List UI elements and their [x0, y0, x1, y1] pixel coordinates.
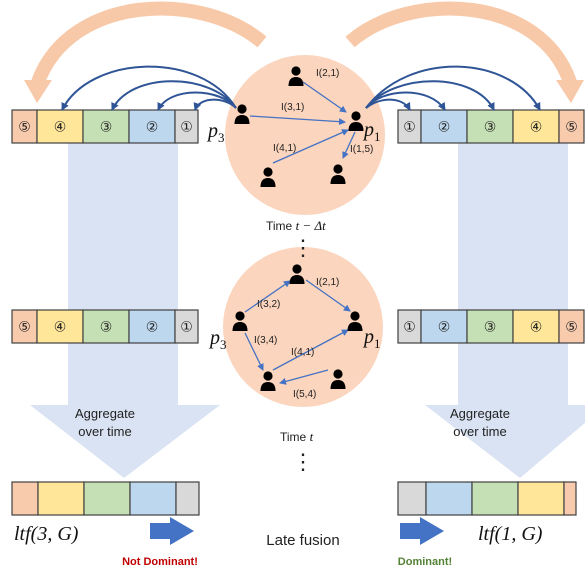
- blue-arrow-to-slot-2-right: [365, 91, 446, 111]
- slot-4-number: ④: [530, 120, 543, 136]
- blue-arrow-to-slot-4: [61, 65, 237, 111]
- aggregated-bar-left: [11, 481, 200, 516]
- edge-label-1-5-top: I(1,5): [350, 144, 373, 155]
- slot-4-number: ④: [54, 320, 67, 336]
- not-dominant-label: Not Dominant!: [122, 556, 198, 568]
- edge-label-3-2-mid: I(3,2): [257, 299, 280, 310]
- edge-label-2-1-top: I(2,1): [316, 68, 339, 79]
- vdots-upper: ⋮: [292, 235, 314, 260]
- left-big-arrow-head: [24, 80, 52, 103]
- slot-1-number: ①: [180, 320, 193, 336]
- time-label-mid: Time t: [280, 429, 314, 444]
- left-formula: ltf(3, G): [14, 523, 79, 545]
- edge-label-2-1-mid: I(2,1): [316, 277, 339, 288]
- slot-4-number: ④: [530, 320, 543, 336]
- edge-1-5-top: [342, 131, 356, 159]
- left-down-arrow-icon: [150, 517, 194, 545]
- aggregate-label-left-1: Aggregate: [75, 406, 135, 421]
- edge-2-1-top: [302, 81, 347, 113]
- dominant-label: Dominant!: [398, 556, 452, 568]
- slot-2-number: ②: [146, 320, 159, 336]
- slot-2-number: ②: [438, 320, 451, 336]
- left-aggregate-pillar: [30, 140, 220, 478]
- player-p1-label-mid: p1: [362, 326, 381, 351]
- blue-arrow-to-slot-3-right: [365, 80, 495, 111]
- slot-5-cell: [11, 309, 38, 344]
- slot-2-number: ②: [438, 120, 451, 136]
- player-p3-label-mid: p3: [208, 327, 227, 352]
- slot-2-number: ②: [146, 120, 159, 136]
- slot-4-number: ④: [54, 120, 67, 136]
- slot-2-cell: [128, 309, 176, 344]
- slot-3-cell: [83, 481, 131, 516]
- edge-3-2-mid: [244, 280, 291, 313]
- slot-bar-right-top: ① ② ③ ④ ⑤: [397, 109, 585, 144]
- slot-3-number: ③: [100, 120, 113, 136]
- right-down-arrow-icon: [400, 517, 444, 545]
- aggregate-label-right-2: over time: [453, 424, 506, 439]
- slot-1-number: ①: [403, 320, 416, 336]
- slot-4-cell: [517, 481, 565, 516]
- slot-3-cell: [471, 481, 519, 516]
- slot-5-number: ⑤: [18, 120, 31, 136]
- slot-5-number: ⑤: [565, 320, 578, 336]
- blue-arrow-to-slot-4-right: [365, 65, 541, 111]
- slot-5-cell: [563, 481, 577, 516]
- time-label-top: Time t − Δt: [266, 218, 326, 233]
- edge-4-1-top: [272, 129, 349, 164]
- slot-1-cell: [397, 481, 427, 516]
- slot-bar-left-top: ⑤ ④ ③ ② ①: [11, 109, 199, 144]
- slot-3-number: ③: [100, 320, 113, 336]
- edge-2-1-mid: [305, 279, 351, 312]
- right-aggregate-pillar: [425, 140, 585, 478]
- slot-5-number: ⑤: [565, 120, 578, 136]
- edge-4-1-mid: [272, 329, 349, 371]
- slot-4-cell: [512, 309, 560, 344]
- vdots-lower: ⋮: [292, 449, 314, 474]
- edge-label-3-1-top: I(3,1): [281, 102, 304, 113]
- slot-3-number: ③: [484, 320, 497, 336]
- slot-1-cell: [174, 309, 199, 344]
- slot-4-cell: [37, 481, 85, 516]
- player-p1-label-top: p1: [362, 119, 381, 144]
- aggregate-label-right-1: Aggregate: [450, 406, 510, 421]
- right-big-curved-arrow: [345, 1, 577, 85]
- time-t-minus-dt-circle: [225, 55, 385, 215]
- edge-label-4-1-mid: I(4,1): [291, 347, 314, 358]
- slot-3-cell: [82, 109, 130, 144]
- edge-label-5-4-mid: I(5,4): [293, 389, 316, 400]
- edge-3-1-top: [249, 115, 346, 126]
- slot-5-cell: [558, 109, 585, 144]
- slot-5-cell: [11, 481, 39, 516]
- right-formula: ltf(1, G): [478, 523, 543, 545]
- edge-5-4-mid: [279, 369, 329, 385]
- edge-label-4-1-top: I(4,1): [273, 143, 296, 154]
- slot-3-number: ③: [484, 120, 497, 136]
- blue-arrow-to-slot-1: [193, 98, 237, 111]
- blue-arrow-to-slot-1-right: [365, 98, 411, 111]
- right-big-arrow-head: [556, 80, 584, 103]
- left-big-curved-arrow: [31, 1, 267, 85]
- slot-bar-left-mid: ⑤ ④ ③ ② ①: [11, 309, 199, 344]
- slot-3-cell: [82, 309, 130, 344]
- slot-5-cell: [558, 309, 585, 344]
- player-p3-label-top: p3: [206, 120, 225, 145]
- blue-arrow-to-slot-3: [111, 80, 237, 111]
- edge-3-4-mid: [244, 332, 264, 371]
- slot-2-cell: [420, 109, 468, 144]
- slot-bar-right-mid: ① ② ③ ④ ⑤: [397, 309, 585, 344]
- slot-1-number: ①: [403, 120, 416, 136]
- slot-2-cell: [425, 481, 473, 516]
- slot-2-cell: [129, 481, 177, 516]
- slot-1-cell: [175, 481, 200, 516]
- aggregate-label-left-2: over time: [78, 424, 131, 439]
- slot-5-number: ⑤: [18, 320, 31, 336]
- slot-1-cell: [174, 109, 199, 144]
- slot-1-number: ①: [180, 120, 193, 136]
- edge-label-3-4-mid: I(3,4): [254, 335, 277, 346]
- late-fusion-label: Late fusion: [266, 532, 339, 549]
- aggregated-bar-right: [397, 481, 577, 516]
